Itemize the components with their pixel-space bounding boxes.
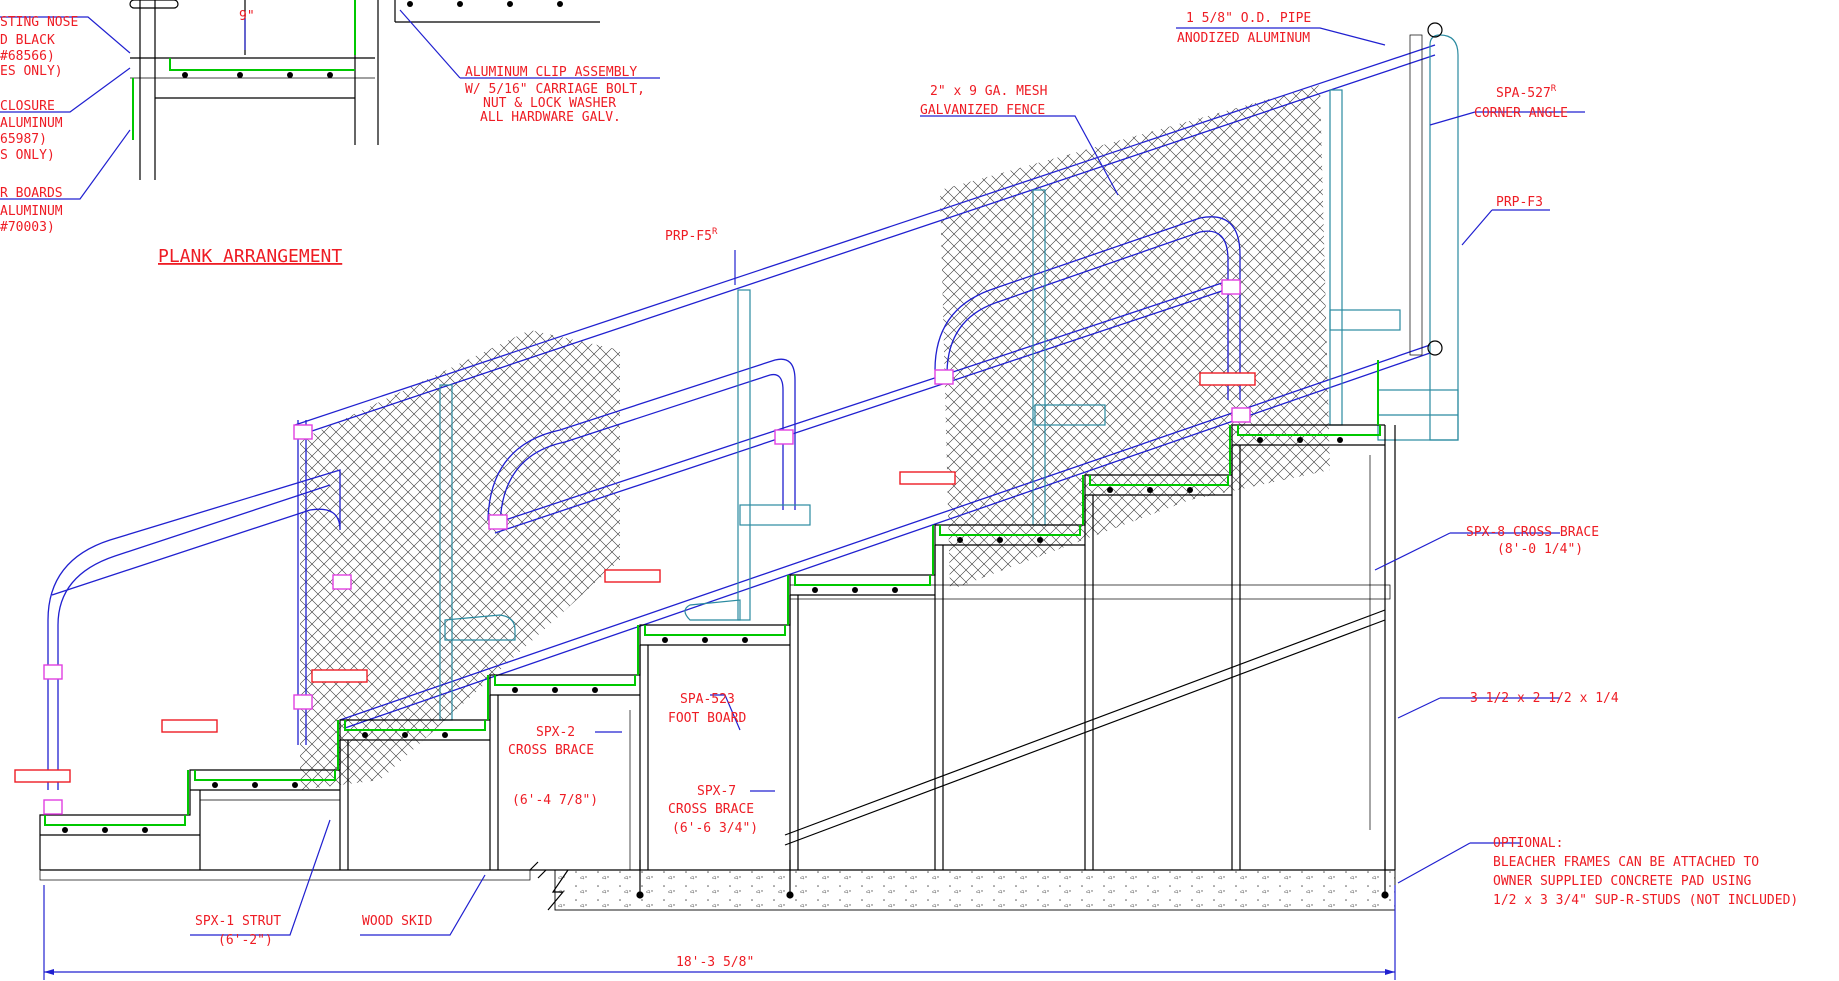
label-boards-1: R BOARDS (0, 186, 63, 201)
leader-lines (0, 9, 1585, 936)
label-clip-4: ALL HARDWARE GALV. (480, 110, 621, 125)
label-closure-4: S ONLY) (0, 148, 55, 163)
label-clip-2: W/ 5/16" CARRIAGE BOLT, (465, 82, 645, 97)
label-spx2-1: SPX-2 (536, 725, 575, 740)
label-spx2-3: (6'-4 7/8") (512, 793, 598, 808)
rail-posts (439, 34, 1459, 721)
label-optional-1: OPTIONAL: (1493, 836, 1563, 851)
rail-clamps (43, 22, 1443, 815)
label-spx1-1: SPX-1 STRUT (195, 914, 281, 929)
label-pipe-1: 1 5/8" O.D. PIPE (1186, 11, 1311, 26)
label-boards-2: ALUMINUM (0, 204, 63, 219)
mesh-fence (300, 85, 1330, 790)
seat-brackets (14, 372, 1256, 783)
label-closure-3: 65987) (0, 132, 47, 147)
planks (44, 360, 1381, 833)
label-optional-4: 1/2 x 3 3/4" SUP-R-STUDS (NOT INCLUDED) (1493, 893, 1798, 908)
label-spx2-2: CROSS BRACE (508, 743, 594, 758)
label-wood-skid: WOOD SKID (362, 914, 433, 929)
label-optional-3: OWNER SUPPLIED CONCRETE PAD USING (1493, 874, 1751, 889)
label-spa523-1: SPA-523 (680, 692, 735, 707)
bleacher-frame (39, 424, 1396, 911)
label-mesh-2: GALVANIZED FENCE (920, 103, 1045, 118)
label-angle-size: 3 1/2 x 2 1/2 x 1/4 (1470, 691, 1619, 706)
label-closure-1: CLOSURE (0, 99, 55, 114)
label-closure-2: ALUMINUM (0, 116, 63, 131)
label-nose-2: D BLACK (0, 33, 55, 48)
label-spx7-2: CROSS BRACE (668, 802, 754, 817)
overall-dimension: 18'-3 5/8" (676, 955, 754, 970)
label-spx7-3: (6'-6 3/4") (672, 821, 758, 836)
label-spx1-2: (6'-2") (218, 933, 273, 948)
label-nose-1: STING NOSE (0, 15, 78, 30)
label-spx8-1: SPX-8 CROSS BRACE (1466, 525, 1599, 540)
annotations: STING NOSE D BLACK #68566) ES ONLY) CLOS… (0, 9, 1798, 970)
overall-dimension-line (43, 885, 1396, 980)
plank-arrangement-title: PLANK ARRANGEMENT (158, 246, 342, 267)
label-nose-4: ES ONLY) (0, 64, 63, 79)
label-prp-f3: PRP-F3 (1496, 195, 1543, 210)
label-optional-2: BLEACHER FRAMES CAN BE ATTACHED TO (1493, 855, 1759, 870)
label-boards-3: #70003) (0, 220, 55, 235)
label-corner-angle: CORNER ANGLE (1474, 106, 1568, 121)
label-spacing: 9" (239, 9, 255, 24)
label-clip-1: ALUMINUM CLIP ASSEMBLY (465, 65, 637, 80)
label-spx7-1: SPX-7 (697, 784, 736, 799)
label-spa527: SPA-527R (1496, 84, 1557, 101)
label-pipe-2: ANODIZED ALUMINUM (1177, 31, 1310, 46)
label-spa523-2: FOOT BOARD (668, 711, 746, 726)
label-clip-3: NUT & LOCK WASHER (483, 96, 616, 111)
label-spx8-2: (8'-0 1/4") (1497, 542, 1583, 557)
label-prp-f5: PRP-F5R (665, 227, 718, 244)
label-mesh-1: 2" x 9 GA. MESH (930, 84, 1047, 99)
label-nose-3: #68566) (0, 49, 55, 64)
